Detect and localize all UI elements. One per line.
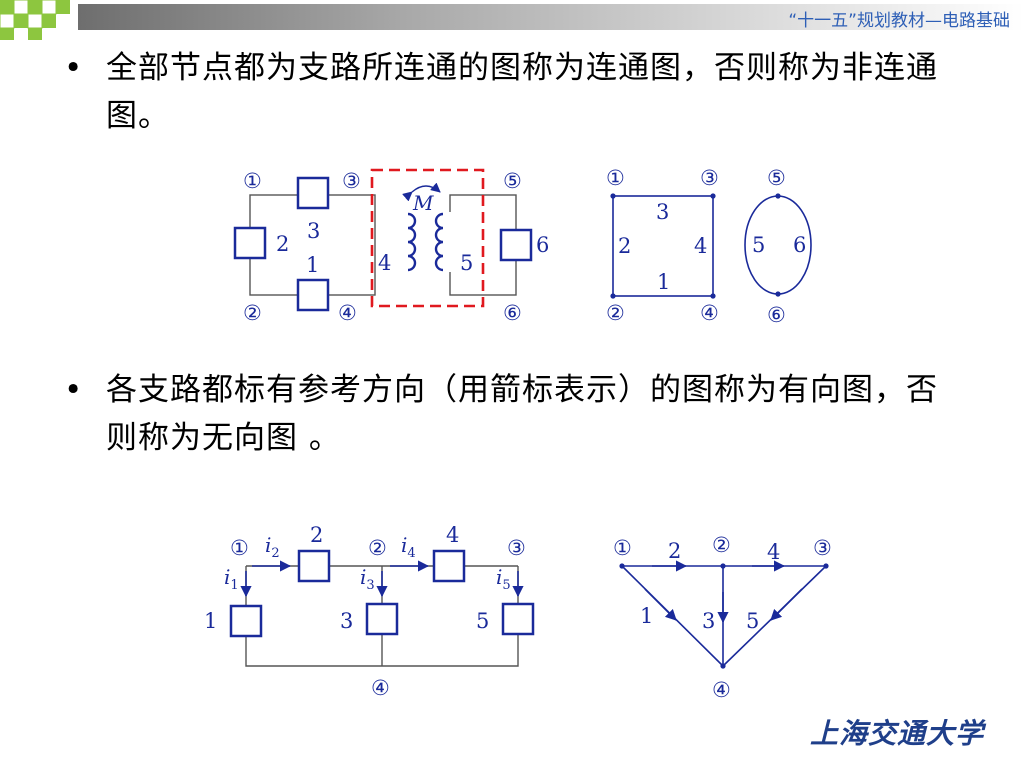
graph-1-node-6: ⑥	[767, 303, 786, 327]
circuit-1-branch-4-label: 4	[378, 251, 391, 275]
circuit-1-node-1: ①	[243, 169, 262, 193]
graph-2-node-3: ③	[813, 536, 832, 560]
circuit-1-node-2: ②	[243, 301, 262, 325]
header-caption: “十一五”规划教材—电路基础	[788, 11, 1010, 31]
bullet-marker: •	[64, 50, 83, 86]
circuit-2-node-4: ④	[371, 676, 390, 700]
circuit-1-node-6: ⑥	[503, 301, 522, 325]
graph-1-vertex-3	[710, 193, 716, 199]
graph-2-node-2: ②	[712, 533, 731, 557]
header-bar	[78, 4, 1024, 30]
circuit-1-branch-2-label: 2	[276, 232, 289, 256]
bullet-marker: •	[64, 372, 83, 408]
circuit-2-current-i1: i1	[224, 565, 239, 593]
graph-2-vertex-1	[619, 563, 625, 569]
circuit-1-mutual-arrow	[402, 182, 441, 202]
graph-1-vertex-2	[610, 293, 616, 299]
circuit-1-node-5: ⑤	[503, 169, 522, 193]
circuit-2-branch-3-box	[365, 602, 399, 636]
circuit-1-branch-2-box	[233, 226, 267, 260]
graph-2-vertex-2	[720, 563, 726, 569]
graph-1-node-2: ②	[606, 301, 625, 325]
circuit-1: M ① ③ ⑤ ② ④ ⑥ 3 2 1 4 5 6	[233, 168, 549, 325]
graph-1-node-1: ①	[606, 166, 625, 190]
graph-2-vertex-4	[720, 663, 726, 669]
circuit-1-inductor-4	[407, 212, 417, 272]
graph-2: ① ② ③ ④ 2 4 1 3 5	[613, 533, 832, 702]
circuit-1-coil-left-gap	[398, 212, 416, 272]
circuit-2-branch-2-box	[297, 549, 331, 583]
graph-2-edge-5: 5	[746, 609, 759, 633]
graph-1-vertex-6	[775, 291, 781, 297]
circuit-1-node-3: ③	[342, 169, 361, 193]
circuit-2-current-i3: i3	[360, 565, 375, 593]
graph-2-arrow-1	[644, 588, 677, 621]
circuit-2-branch-5-box	[501, 602, 535, 636]
graph-1-square-edges	[612, 195, 714, 297]
graph-1-node-3: ③	[700, 166, 719, 190]
circuit-2-node-1: ①	[230, 536, 249, 560]
graph-2-node-1: ①	[613, 536, 632, 560]
circuit-2-node-2: ②	[368, 536, 387, 560]
circuit-2-branch-3-label: 3	[340, 609, 353, 633]
bullet-directed-graph: • 各支路都标有参考方向（用箭标表示）的图称为有向图，否则称为无向图 。	[64, 366, 954, 462]
graph-2-edge-3: 3	[702, 609, 715, 633]
graph-2-edge-2: 2	[668, 539, 681, 563]
circuit-1-branch-5-label: 5	[460, 251, 473, 275]
graph-1-edge-2: 2	[618, 234, 631, 258]
graph-2-vertex-3	[823, 563, 829, 569]
graph-1-edge-4: 4	[694, 234, 707, 258]
circuit-1-dashed-frame	[370, 168, 485, 308]
graph-1-node-5: ⑤	[767, 166, 786, 190]
circuit-2-current-i2: i2	[265, 533, 280, 561]
circuit-1-mutual-label: M	[412, 191, 434, 215]
circuit-2-branch-5-label: 5	[476, 609, 489, 633]
university-logo: 上海交通大学	[809, 717, 984, 750]
graph-1-node-4: ④	[700, 301, 719, 325]
graph-2-edge-1: 1	[640, 604, 653, 628]
circuit-2: ① ② ③ ④ 2 4 1 3 5 i2 i4 i1 i3 i5	[204, 523, 535, 700]
circuit-2-node-3: ③	[507, 536, 526, 560]
circuit-1-branch-3-label: 3	[307, 219, 320, 243]
graph-2-node-4: ④	[712, 678, 731, 702]
circuit-1-branch-1-box	[296, 278, 330, 312]
bullet-connected-graph: • 全部节点都为支路所连通的图称为连通图，否则称为非连通图。	[64, 44, 954, 140]
circuit-2-current-i4: i4	[401, 533, 416, 561]
circuit-1-node-4: ④	[338, 301, 357, 325]
circuit-2-current-i5: i5	[496, 565, 511, 593]
graph-2-arrow-5	[770, 588, 803, 621]
graph-1-vertex-4	[710, 293, 716, 299]
circuit-1-branch-6-box	[499, 228, 533, 262]
circuit-2-branch-4-label: 4	[446, 523, 459, 547]
graph-1-vertex-1	[610, 193, 616, 199]
graph-1: ① ③ ⑤ ② ④ ⑥ 3 2 4 1 5 6	[606, 166, 812, 327]
circuit-2-branch-4-box	[432, 549, 466, 583]
circuit-1-branch-6-label: 6	[536, 233, 549, 257]
circuit-2-branch-1-box	[229, 604, 263, 638]
bullet-text: 各支路都标有参考方向（用箭标表示）的图称为有向图，否则称为无向图 。	[106, 372, 938, 456]
circuit-1-branch-1-label: 1	[306, 253, 319, 277]
graph-1-vertex-5	[775, 193, 781, 199]
graph-1-edge-6: 6	[793, 233, 806, 257]
circuit-1-inductor-5	[434, 212, 444, 272]
graph-1-edge-5: 5	[752, 233, 765, 257]
circuit-2-branch-1-label: 1	[204, 609, 217, 633]
circuit-2-branch-2-label: 2	[310, 523, 323, 547]
corner-decoration	[0, 0, 70, 40]
bullet-text: 全部节点都为支路所连通的图称为连通图，否则称为非连通图。	[106, 50, 938, 134]
graph-1-edge-3: 3	[656, 200, 669, 224]
circuit-1-branch-3-box	[296, 176, 330, 210]
graph-2-edge-4: 4	[767, 540, 780, 564]
graph-1-edge-1: 1	[657, 270, 670, 294]
